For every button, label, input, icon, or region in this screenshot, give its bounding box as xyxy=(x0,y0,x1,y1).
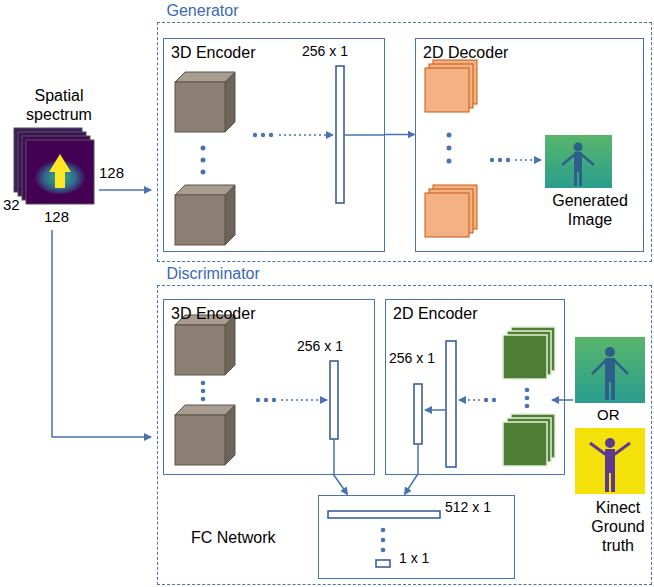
section-heading: Generator xyxy=(167,1,239,20)
encoder-box: 3D Encoder 256 x 1 xyxy=(163,299,375,475)
feature-maps xyxy=(503,327,555,466)
choice-label: OR xyxy=(597,406,620,424)
image-caption: Kinect Ground truth xyxy=(585,498,651,556)
connector-arrow xyxy=(334,475,348,495)
dimension-label: 512 x 1 xyxy=(445,499,491,516)
dimension-label: 256 x 1 xyxy=(302,43,348,60)
input-label: Spatial spectrum xyxy=(18,86,100,124)
ellipsis-dots xyxy=(201,381,276,402)
dimension-label: 128 xyxy=(44,208,69,226)
feature-vector xyxy=(328,511,440,518)
connector-arrow xyxy=(385,134,415,136)
ellipsis-dots xyxy=(447,133,511,164)
cube xyxy=(175,185,235,245)
flow-arrow xyxy=(279,134,333,136)
feature-vector xyxy=(414,384,422,444)
flow-arrow xyxy=(459,399,480,401)
flow-line xyxy=(344,134,385,136)
spectrum-stack xyxy=(14,128,94,204)
flow-arrow xyxy=(281,399,327,401)
cube xyxy=(175,72,235,132)
box-title: FC Network xyxy=(191,528,275,547)
cube xyxy=(175,315,235,375)
dimension-label: 256 x 1 xyxy=(389,350,435,367)
feature-vector xyxy=(330,361,338,439)
feature-vector xyxy=(446,341,456,467)
decoder-box: 2D DecoderGenerated Image xyxy=(415,38,644,252)
flow-line xyxy=(417,444,419,475)
ellipsis-dots xyxy=(381,528,386,553)
flow-arrow xyxy=(515,159,541,161)
encoder-box: 2D Encoder 256 x 1 xyxy=(385,299,565,475)
generated-image xyxy=(575,337,645,403)
flow-arrow xyxy=(425,409,446,411)
box-title: 2D Encoder xyxy=(393,304,478,323)
dimension-label: 32 xyxy=(3,196,20,214)
output-unit xyxy=(376,560,390,567)
dimension-label: 256 x 1 xyxy=(297,338,343,355)
box-title: 2D Decoder xyxy=(423,43,508,62)
section-heading: Discriminator xyxy=(167,264,260,283)
flow-line xyxy=(333,439,335,475)
ellipsis-dots xyxy=(484,388,530,409)
image-caption: Generated Image xyxy=(542,191,638,229)
feature-vector xyxy=(336,66,344,203)
fc-box: FC Network512 x 11 x 1 xyxy=(318,495,515,579)
connector-arrow xyxy=(405,475,418,495)
encoder-box: 3D Encoder 256 x 1 xyxy=(163,38,385,252)
generated-image xyxy=(545,135,612,188)
input-arrow xyxy=(52,230,151,437)
ellipsis-dots xyxy=(201,133,274,175)
module-group: Discriminator3D Encoder256 x 12D Encoder… xyxy=(157,285,652,585)
module-group: Generator3D Encoder256 x 12D DecoderGene… xyxy=(157,22,652,262)
cube xyxy=(175,405,235,465)
dimension-label: 128 xyxy=(99,164,124,182)
flow-arrow xyxy=(552,399,573,401)
box-title: 3D Encoder xyxy=(171,304,256,323)
feature-maps xyxy=(425,60,477,237)
input-arrow xyxy=(99,189,151,191)
kinect-image xyxy=(575,428,645,494)
dimension-label: 1 x 1 xyxy=(399,550,429,567)
box-title: 3D Encoder xyxy=(171,43,256,62)
